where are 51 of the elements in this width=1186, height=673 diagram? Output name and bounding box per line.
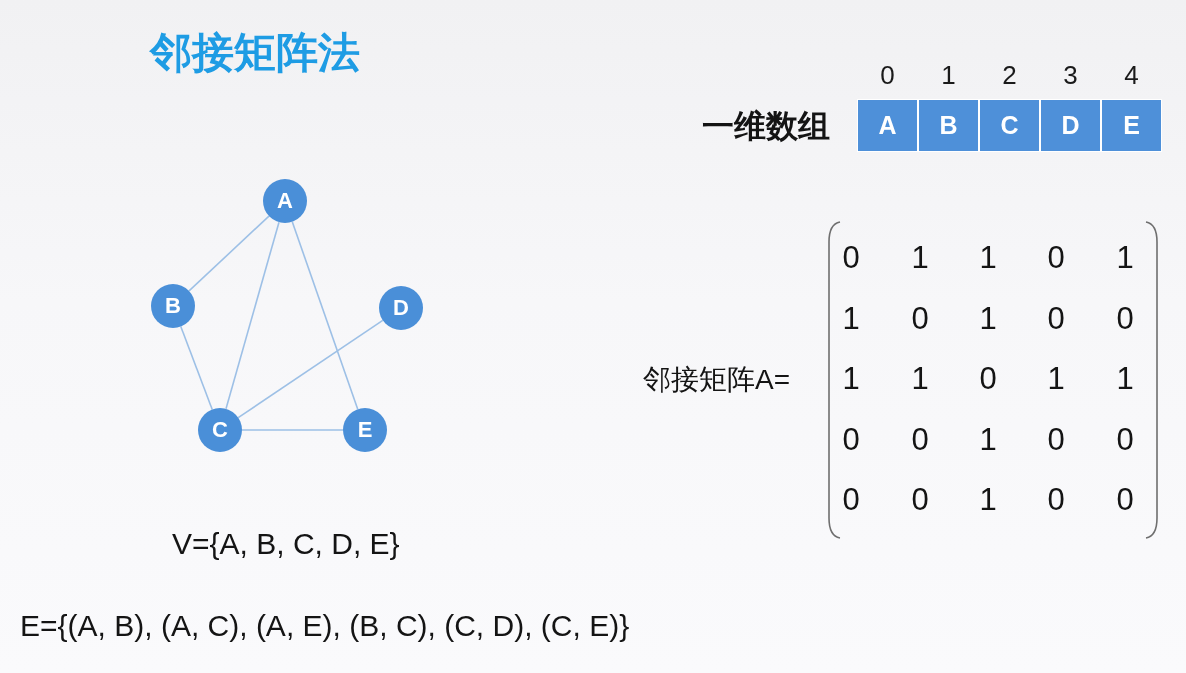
vertex-circle: E <box>343 408 387 452</box>
edge-set: E={(A, B), (A, C), (A, E), (B, C), (C, D), (C, E)} <box>20 609 630 644</box>
matrix-entry: 1 <box>1115 242 1135 273</box>
graph-edge <box>237 319 384 419</box>
vertex-circle: A <box>263 179 307 223</box>
matrix-entry: 1 <box>841 363 861 394</box>
array-cell: B <box>918 99 979 152</box>
graph-edge <box>291 220 359 411</box>
matrix-entry: 1 <box>978 423 998 455</box>
matrix-entry: 0 <box>978 363 998 394</box>
vertex-circle: D <box>379 286 423 330</box>
array-index: 4 <box>1123 62 1140 88</box>
matrix-entry: 1 <box>910 363 930 394</box>
matrix-entry: 0 <box>1115 484 1135 515</box>
array-index: 1 <box>940 62 957 88</box>
array-cell: A <box>857 99 918 152</box>
vertex-set: V={A, B, C, D, E} <box>172 527 400 562</box>
matrix-entry: 0 <box>841 484 861 515</box>
matrix-entry: 1 <box>978 484 998 515</box>
matrix-entry: 1 <box>978 302 998 334</box>
matrix-entry: 0 <box>841 423 861 455</box>
matrix-entry: 0 <box>1046 302 1066 334</box>
vertex-circle: C <box>198 408 242 452</box>
graph-edge <box>225 221 280 410</box>
graph-edge <box>188 215 270 292</box>
matrix-entry: 0 <box>1046 242 1066 273</box>
array-index: 3 <box>1062 62 1079 88</box>
matrix-entry: 0 <box>910 484 930 515</box>
array-cell: E <box>1101 99 1162 152</box>
matrix-entry: 1 <box>1046 363 1066 394</box>
matrix-entry: 0 <box>910 302 930 334</box>
array-label: 一维数组 <box>702 108 830 145</box>
array-cell: C <box>979 99 1040 152</box>
page-title: 邻接矩阵法 <box>150 30 360 77</box>
matrix-entry: 1 <box>978 242 998 273</box>
matrix-entry: 0 <box>1115 302 1135 334</box>
matrix-entry: 1 <box>1115 363 1135 394</box>
matrix-entry: 1 <box>841 302 861 334</box>
matrix-entry: 1 <box>910 242 930 273</box>
matrix-entry: 0 <box>1046 484 1066 515</box>
matrix-entry: 0 <box>910 423 930 455</box>
matrix-entry: 0 <box>1115 423 1135 455</box>
graph-edge <box>180 325 213 411</box>
array-index: 0 <box>879 62 896 88</box>
array-index: 2 <box>1001 62 1018 88</box>
vertex-circle: B <box>151 284 195 328</box>
matrix-entry: 0 <box>1046 423 1066 455</box>
matrix-label: 邻接矩阵A= <box>643 364 791 397</box>
array-cell: D <box>1040 99 1101 152</box>
graph-edge <box>241 429 344 431</box>
matrix-entry: 0 <box>841 242 861 273</box>
